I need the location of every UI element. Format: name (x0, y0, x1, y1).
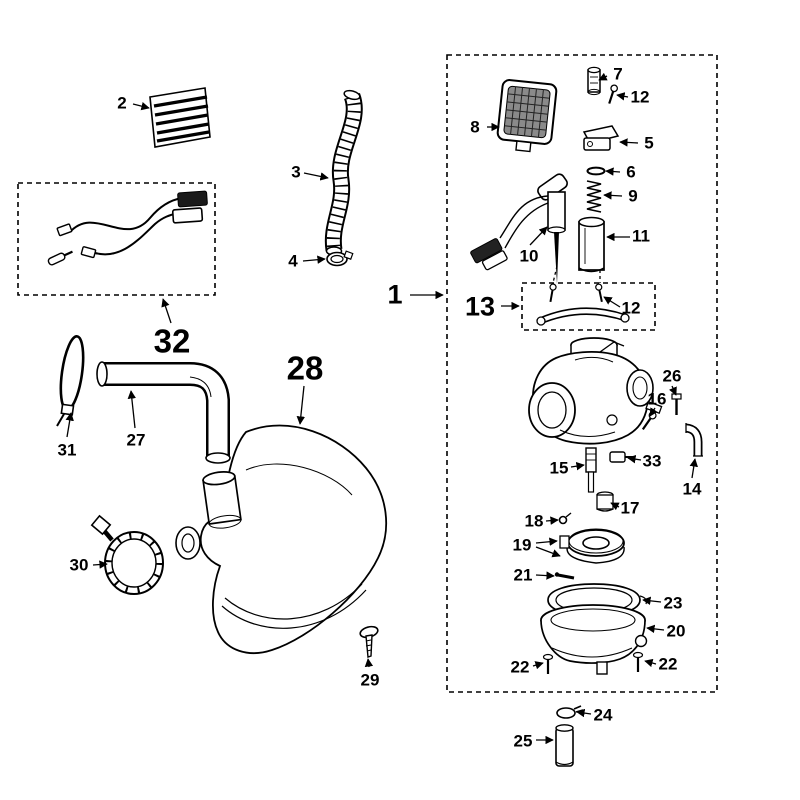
bracket-kit-box (521, 282, 656, 331)
part-2-sticker (149, 87, 211, 148)
part-30-hose-clamp-large (90, 514, 164, 595)
part-20-float-bowl (540, 604, 648, 675)
part-22-screw-right (632, 651, 644, 672)
air-box-snorkel (202, 471, 242, 529)
part-7-plug (587, 66, 601, 96)
part-32-wiring-harness (47, 190, 208, 266)
part-8-filter-element (496, 79, 558, 153)
part-12-screws-and-bracket (536, 265, 630, 326)
main-assembly-box (446, 54, 718, 693)
part-21-pin (554, 572, 575, 580)
part-3-ribbed-hose (324, 89, 363, 256)
part-10-choke-unit (470, 173, 568, 284)
part-28-air-box (175, 424, 388, 654)
part-15-main-jet (585, 447, 597, 493)
part-4-hose-clamp (326, 250, 354, 267)
part-22-screw-left (542, 653, 554, 674)
part-17-jet-holder (596, 491, 614, 512)
part-31-cable-tie (56, 335, 85, 427)
part-19-float-ring (559, 528, 625, 564)
part-26-bolt (671, 393, 682, 415)
harness-kit-box (17, 182, 216, 296)
part-24-clip (556, 705, 584, 719)
part-33-adjuster-screw (609, 451, 634, 463)
part-6-o-ring (586, 166, 606, 176)
part-14-elbow-fitting (685, 423, 703, 457)
part-9-spring (586, 180, 602, 213)
part-18-clip (558, 512, 572, 525)
part-25-sleeve (555, 724, 574, 767)
part-27-intake-hose (96, 361, 231, 464)
part-carburetor-body (528, 337, 663, 445)
part-29-screw (359, 625, 379, 658)
part-5-cap (582, 125, 620, 151)
leader-lines (65, 72, 698, 745)
part-11-throttle-slide (578, 216, 605, 273)
part-12-screw-top (608, 84, 619, 104)
